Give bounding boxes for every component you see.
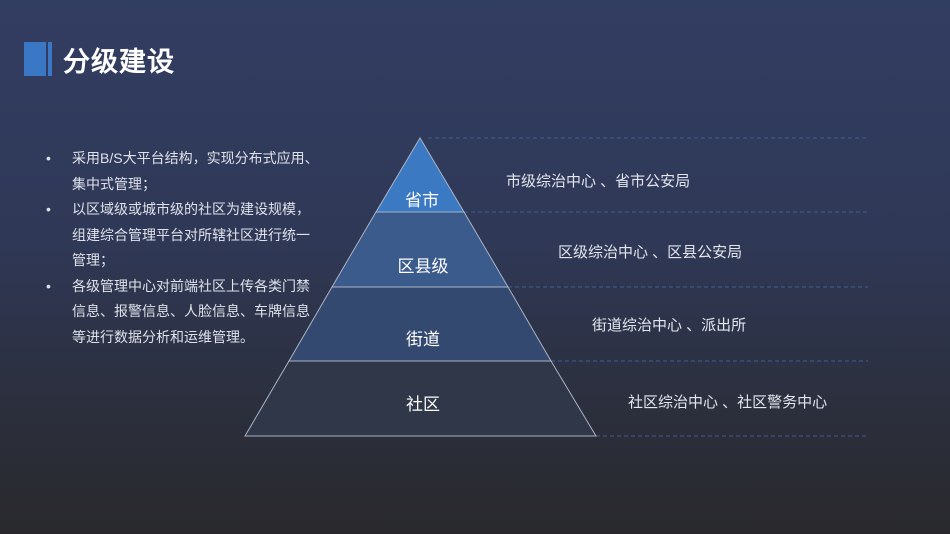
bullet-icon: • [46,201,51,217]
tier-desc-province: 市级综治中心 、省市公安局 [506,173,691,190]
bullet-item: •采用B/S大平台结构，实现分布式应用、集中式管理； [46,146,321,197]
tier-label-street: 街道 [406,330,440,349]
bullet-item: •以区域级或城市级的社区为建设规模，组建综合管理平台对所辖社区进行统一管理； [46,197,321,274]
bullet-list: •采用B/S大平台结构，实现分布式应用、集中式管理； •以区域级或城市级的社区为… [46,146,321,350]
bullet-icon: • [46,150,51,166]
bullet-item: •各级管理中心对前端社区上传各类门禁信息、报警信息、人脸信息、车牌信息等进行数据… [46,274,321,351]
tier-label-district: 区县级 [397,257,449,276]
tier-desc-community: 社区综治中心 、社区警务中心 [628,394,828,411]
bullet-icon: • [46,277,51,294]
dashed-guides [428,137,868,437]
page-title: 分级建设 [63,47,175,77]
title-accent [24,42,46,76]
tier-desc-district: 区级综治中心 、区县公安局 [558,244,743,261]
tier-desc-street: 街道综治中心 、派出所 [592,317,747,334]
title-accent-line [48,42,52,76]
pyramid-tier-community [244,360,597,437]
tier-label-province: 省市 [405,191,439,210]
tier-label-community: 社区 [406,395,440,414]
